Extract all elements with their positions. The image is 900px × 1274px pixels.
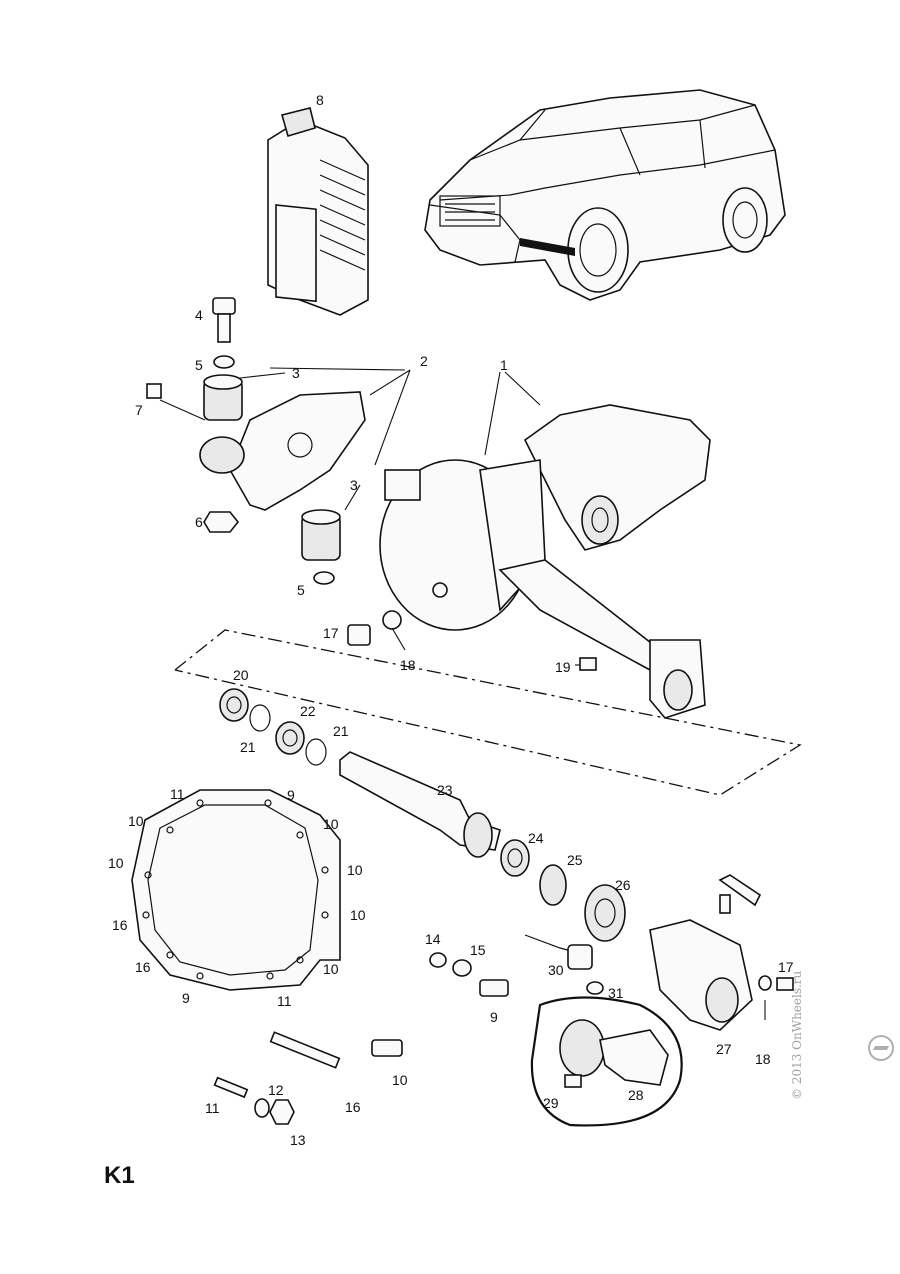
snap-ring (305, 738, 327, 766)
washer (452, 959, 472, 977)
callout-8: 8 (316, 92, 324, 108)
nut (203, 511, 240, 533)
axle-housing (379, 459, 706, 719)
mount-bracket (199, 391, 366, 511)
washer (429, 952, 447, 968)
output-shaft (339, 751, 501, 858)
callout-10: 10 (392, 1072, 408, 1088)
callout-1: 1 (500, 357, 508, 373)
bolt (371, 1039, 403, 1057)
rubber-bushing-lower (301, 509, 341, 561)
callout-25: 25 (567, 852, 583, 868)
callout-4: 4 (195, 307, 203, 323)
callout-3: 3 (350, 477, 358, 493)
callout-10: 10 (323, 816, 339, 832)
bolt (479, 979, 509, 997)
callout-9: 9 (287, 787, 295, 803)
callout-10: 10 (108, 855, 124, 871)
mount-bolt (212, 297, 236, 343)
callout-18: 18 (400, 657, 416, 673)
callout-18: 18 (755, 1051, 771, 1067)
washer (313, 571, 335, 585)
callout-10: 10 (128, 813, 144, 829)
rubber-bushing-upper (203, 374, 243, 421)
drain-hole (432, 582, 448, 598)
exploded-view-frame (174, 629, 802, 796)
onwheels-logo-icon (868, 1035, 894, 1061)
callout-3: 3 (292, 365, 300, 381)
drain-plug (347, 624, 371, 646)
copyright-watermark: © 2013 OnWheels.ru (790, 970, 804, 1100)
bolt (579, 657, 597, 671)
stud-bolt (269, 1031, 341, 1069)
bearing (219, 688, 249, 722)
callout-20: 20 (233, 667, 249, 683)
callout-10: 10 (347, 862, 363, 878)
callout-24: 24 (528, 830, 544, 846)
callout-9: 9 (182, 990, 190, 1006)
callout-5: 5 (297, 582, 305, 598)
callout-5: 5 (195, 357, 203, 373)
leader-lines (159, 367, 766, 1020)
vehicle-illustration (424, 89, 786, 301)
callout-28: 28 (628, 1087, 644, 1103)
gasket (131, 789, 341, 991)
clutch-gear (539, 864, 567, 906)
page-code: K1 (104, 1162, 135, 1189)
washer (254, 1098, 270, 1118)
callout-13: 13 (290, 1132, 306, 1148)
callout-14: 14 (425, 931, 441, 947)
callout-23: 23 (437, 782, 453, 798)
callout-6: 6 (195, 514, 203, 530)
callout-17: 17 (778, 959, 794, 975)
washer (213, 355, 235, 369)
callout-11: 11 (205, 1100, 220, 1116)
callout-12: 12 (268, 1082, 284, 1098)
front-axle-highlight (520, 238, 575, 256)
callout-26: 26 (615, 877, 631, 893)
callout-17: 17 (323, 625, 339, 641)
callout-10: 10 (350, 907, 366, 923)
callout-16: 16 (345, 1099, 361, 1115)
stud (213, 1076, 249, 1099)
switch-sensor (524, 934, 593, 970)
washer (758, 975, 772, 991)
callouts: 1 2 3 3 4 5 5 6 7 8 9 9 9 10 10 10 10 10… (108, 92, 794, 1148)
bolt (776, 977, 794, 991)
callout-21: 21 (240, 739, 256, 755)
callout-27: 27 (716, 1041, 732, 1057)
nut (269, 1099, 295, 1125)
differential-carrier (523, 404, 711, 551)
callout-11: 11 (277, 993, 292, 1009)
connector-elbow (718, 874, 762, 914)
callout-9: 9 (490, 1009, 498, 1025)
actuator-assembly (530, 996, 683, 1127)
callout-22: 22 (300, 703, 316, 719)
callout-29: 29 (543, 1095, 559, 1111)
shaft-bearing (500, 839, 530, 877)
callout-16: 16 (135, 959, 151, 975)
callout-2: 2 (420, 353, 428, 369)
o-ring (586, 981, 604, 995)
washer (382, 610, 402, 630)
callout-21: 21 (333, 723, 349, 739)
clutch-sleeve (584, 884, 626, 942)
callout-7: 7 (135, 402, 143, 418)
callout-31: 31 (608, 985, 624, 1001)
callout-15: 15 (470, 942, 486, 958)
callout-19: 19 (555, 659, 571, 675)
callout-30: 30 (548, 962, 564, 978)
callout-10: 10 (323, 961, 339, 977)
callout-11: 11 (170, 786, 185, 802)
callout-16: 16 (112, 917, 128, 933)
snap-ring (249, 704, 271, 732)
oil-bottle (267, 107, 369, 316)
bolt (146, 383, 162, 399)
actuator-housing (649, 919, 753, 1031)
bearing (275, 721, 305, 755)
